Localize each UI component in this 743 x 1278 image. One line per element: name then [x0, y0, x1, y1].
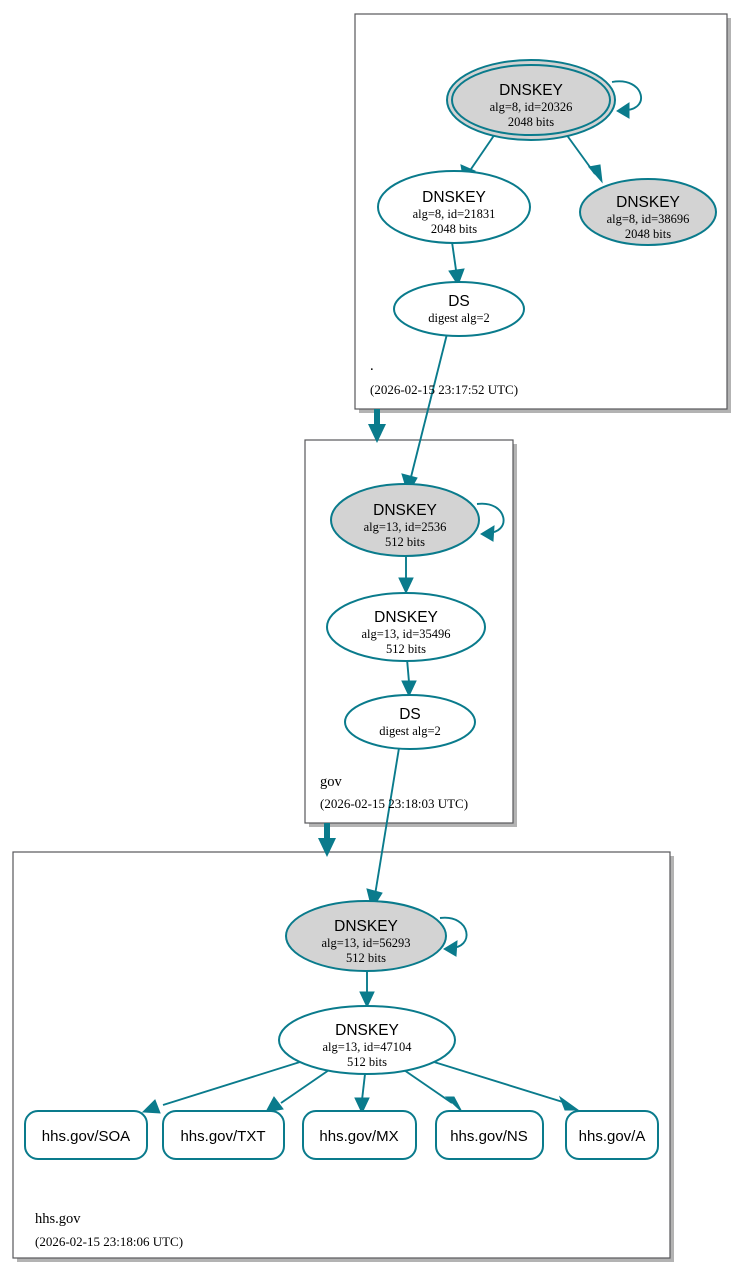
node-title: DNSKEY: [334, 918, 398, 935]
node-line-3: 512 bits: [347, 1055, 387, 1069]
edge-hhs-zsk-to-soa: [141, 1061, 301, 1114]
node-line-2: digest alg=2: [428, 311, 490, 325]
node-ellipse: [377, 170, 531, 244]
node-line-3: 512 bits: [385, 535, 425, 549]
node-title: DNSKEY: [616, 194, 680, 211]
node-ds-root-for-gov[interactable]: DS digest alg=2: [393, 281, 525, 337]
node-ellipse-inner: [451, 64, 611, 136]
node-title: DS: [399, 706, 421, 723]
rrset-label: hhs.gov/NS: [450, 1128, 528, 1145]
zone-label-root-timestamp: (2026-02-15 23:17:52 UTC): [370, 382, 518, 397]
node-line-3: 2048 bits: [431, 222, 477, 236]
node-ellipse: [285, 900, 447, 972]
edge-gov-zsk-to-ds: [401, 658, 417, 698]
node-line-2: alg=13, id=47104: [322, 1040, 412, 1054]
edge-root-ksk-to-key38696: [565, 133, 603, 184]
node-ds-gov-for-hhsgov[interactable]: DS digest alg=2: [344, 694, 476, 750]
node-ellipse: [330, 483, 480, 557]
rrset-box: [302, 1110, 417, 1160]
edge-hhs-zsk-to-ns: [403, 1069, 463, 1113]
rrset-label: hhs.gov/A: [579, 1128, 646, 1145]
node-line-3: 2048 bits: [508, 115, 554, 129]
node-ellipse: [278, 1005, 456, 1075]
edge-self-sign-hhs-ksk: [439, 916, 468, 957]
node-dnskey-hhsgov-56293[interactable]: DNSKEY alg=13, id=56293 512 bits: [285, 900, 447, 972]
rrset-label: hhs.gov/MX: [319, 1128, 398, 1145]
node-line-2: alg=8, id=20326: [490, 100, 573, 114]
rrset-box: [565, 1110, 659, 1160]
node-dnskey-root-20326[interactable]: DNSKEY alg=8, id=20326 2048 bits: [446, 59, 616, 141]
rrset-ns[interactable]: hhs.gov/NS: [435, 1110, 544, 1160]
rrset-label: hhs.gov/SOA: [42, 1128, 130, 1145]
node-line-3: 2048 bits: [625, 227, 671, 241]
node-dnskey-hhsgov-47104[interactable]: DNSKEY alg=13, id=47104 512 bits: [278, 1005, 456, 1075]
zone-label-root-name: .: [370, 358, 374, 374]
node-line-2: alg=13, id=35496: [361, 627, 450, 641]
rrset-label: hhs.gov/TXT: [180, 1128, 265, 1145]
node-title: DNSKEY: [422, 189, 486, 206]
node-dnskey-root-38696[interactable]: DNSKEY alg=8, id=38696 2048 bits: [579, 178, 717, 246]
rrset-txt[interactable]: hhs.gov/TXT: [162, 1110, 285, 1160]
node-title: DNSKEY: [373, 502, 437, 519]
node-dnskey-gov-2536[interactable]: DNSKEY alg=13, id=2536 512 bits: [330, 483, 480, 557]
rrset-box: [435, 1110, 544, 1160]
edge-gov-ksk-to-zsk: [398, 556, 414, 595]
node-title: DS: [448, 293, 470, 310]
node-line-2: alg=13, id=2536: [364, 520, 447, 534]
node-ellipse: [579, 178, 717, 246]
rrset-box: [24, 1110, 148, 1160]
node-line-2: alg=8, id=21831: [413, 207, 496, 221]
edge-hhs-zsk-to-mx: [354, 1073, 370, 1115]
node-line-2: digest alg=2: [379, 724, 441, 738]
zone-label-gov-timestamp: (2026-02-15 23:18:03 UTC): [320, 796, 468, 811]
node-dnskey-root-21831[interactable]: DNSKEY alg=8, id=21831 2048 bits: [377, 170, 531, 244]
node-title: DNSKEY: [374, 609, 438, 626]
delegation-arrow-gov-to-hhsgov: [318, 823, 336, 857]
edge-hhs-zsk-to-a: [433, 1061, 580, 1111]
node-line-2: alg=13, id=56293: [321, 936, 410, 950]
node-dnskey-gov-35496[interactable]: DNSKEY alg=13, id=35496 512 bits: [326, 592, 486, 662]
node-line-3: 512 bits: [346, 951, 386, 965]
node-line-2: alg=8, id=38696: [607, 212, 690, 226]
node-ellipse: [344, 694, 476, 750]
edge-hhs-ksk-to-zsk: [359, 971, 375, 1009]
node-ellipse: [326, 592, 486, 662]
node-ellipse: [393, 281, 525, 337]
delegation-arrow-root-to-gov: [368, 409, 386, 443]
rrset-mx[interactable]: hhs.gov/MX: [302, 1110, 417, 1160]
zone-label-hhsgov-timestamp: (2026-02-15 23:18:06 UTC): [35, 1234, 183, 1249]
edge-root-zsk-to-ds: [448, 241, 465, 287]
rrset-soa[interactable]: hhs.gov/SOA: [24, 1110, 148, 1160]
edge-self-sign-root-ksk: [611, 80, 642, 119]
edge-self-sign-gov-ksk: [476, 502, 505, 542]
zone-label-hhsgov-name: hhs.gov: [35, 1211, 81, 1227]
node-line-3: 512 bits: [386, 642, 426, 656]
rrset-box: [162, 1110, 285, 1160]
node-title: DNSKEY: [335, 1022, 399, 1039]
node-title: DNSKEY: [499, 82, 563, 99]
rrset-a[interactable]: hhs.gov/A: [565, 1110, 659, 1160]
zone-label-gov-name: gov: [320, 774, 343, 790]
